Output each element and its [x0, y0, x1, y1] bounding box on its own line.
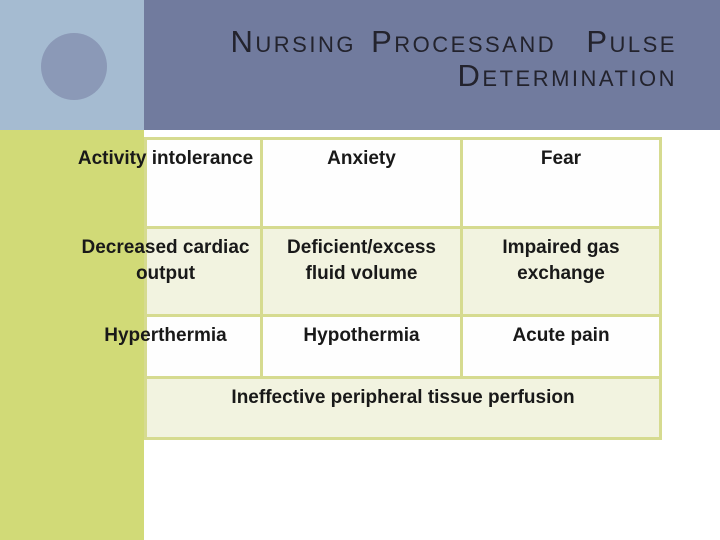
cell-deficient-excess-fluid-volume: Deficient/excess fluid volume [260, 226, 463, 317]
cell-hypothermia: Hypothermia [260, 314, 463, 379]
cell-decreased-cardiac-output: Decreased cardiac output [82, 226, 263, 317]
title-line-1: Nursing Processand Pulse [230, 24, 677, 59]
cell-impaired-gas-exchange: Impaired gas exchange [460, 226, 662, 317]
cell-ineffective-peripheral-tissue-perfusion: Ineffective peripheral tissue perfusion [144, 376, 662, 440]
cell-text: Decreased cardiac output [81, 237, 250, 284]
slide-title: Nursing Processand Pulse Determination [231, 25, 677, 93]
cell-acute-pain: Acute pain [460, 314, 662, 379]
title-band [144, 0, 720, 130]
decor-side-band [0, 130, 144, 540]
table-row: Ineffective peripheral tissue perfusion [144, 376, 662, 440]
table-row: Decreased cardiac output Deficient/exces… [82, 226, 662, 317]
title-line-2: Determination [457, 58, 677, 93]
cell-text: Activity intolerance [77, 148, 254, 169]
cell-text: Hyperthermia [104, 325, 227, 346]
nursing-diagnoses-table: Activity intolerance Anxiety Fear Decrea… [78, 137, 662, 440]
table-row: Hyperthermia Hypothermia Acute pain [104, 314, 662, 379]
cell-activity-intolerance: Activity intolerance [78, 137, 263, 229]
table-row: Activity intolerance Anxiety Fear [78, 137, 662, 229]
decor-circle-icon [41, 33, 107, 100]
cell-anxiety: Anxiety [260, 137, 463, 229]
cell-fear: Fear [460, 137, 662, 229]
cell-hyperthermia: Hyperthermia [104, 314, 263, 379]
